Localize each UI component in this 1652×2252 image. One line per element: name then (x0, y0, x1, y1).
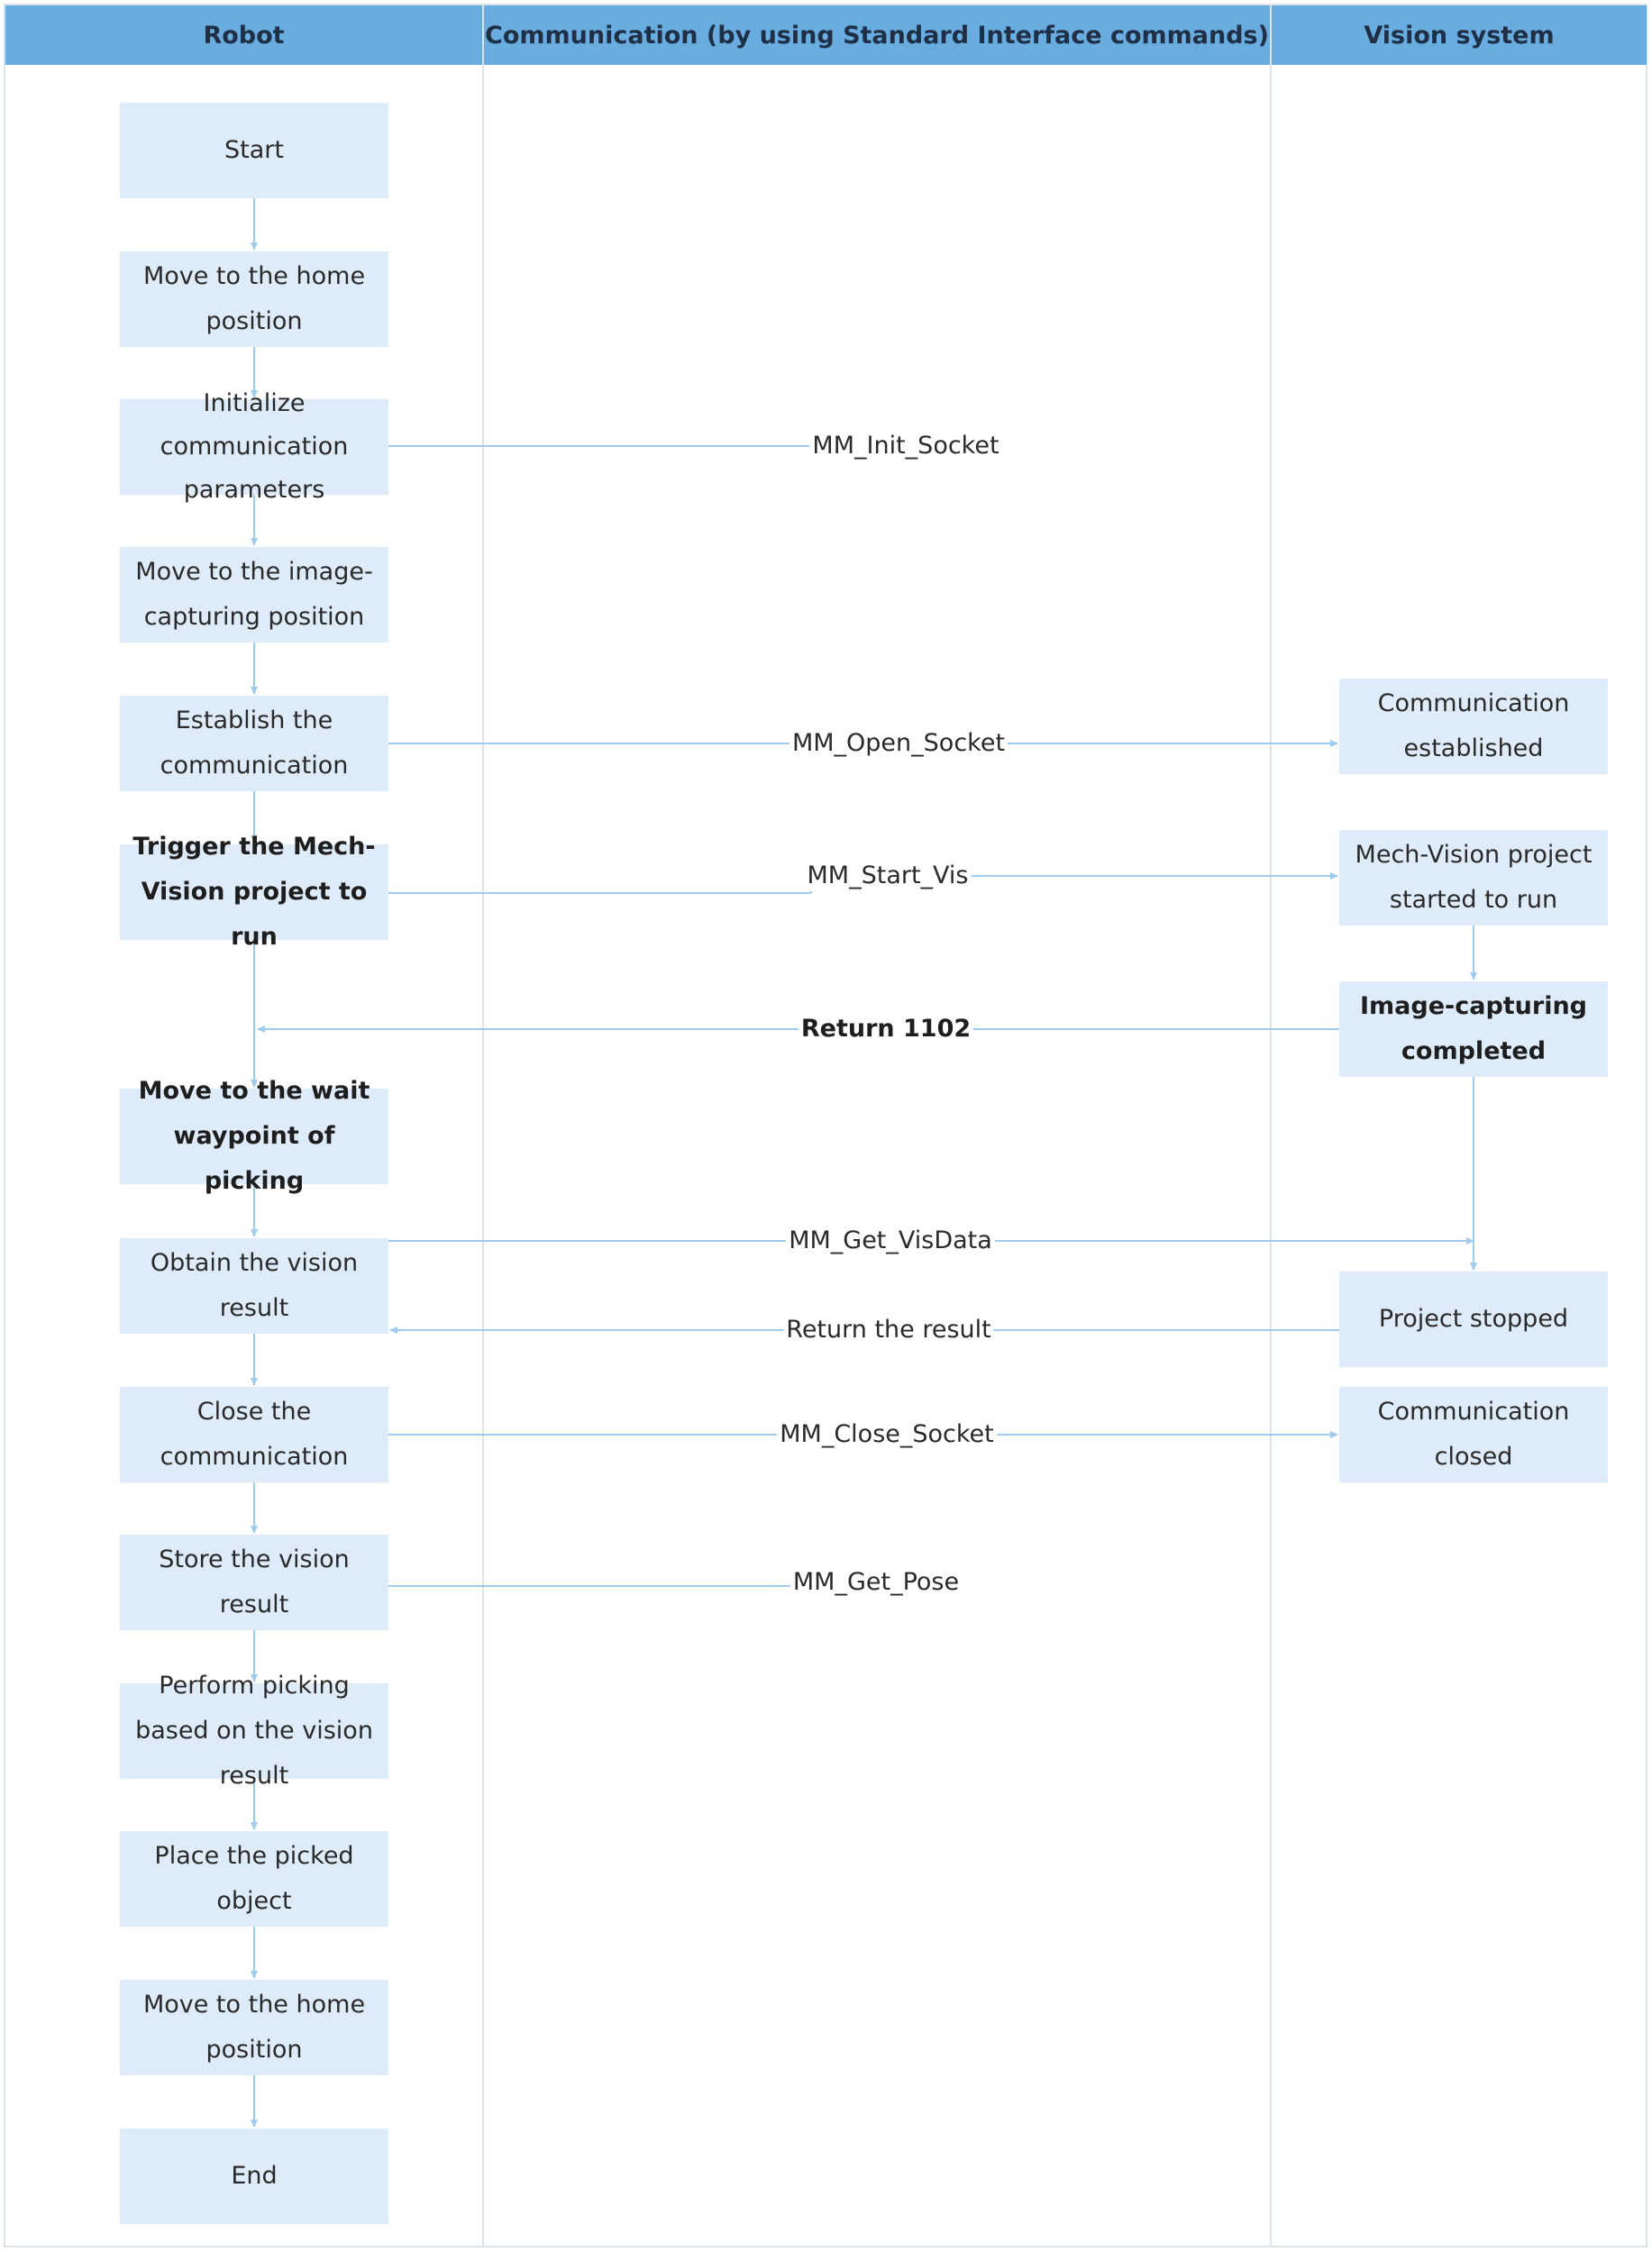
lane-header-robot: Robot (5, 5, 482, 65)
msg-get-visdata: MM_Get_VisData (786, 1226, 995, 1256)
step-start: Start (120, 103, 388, 198)
step-init-comm: Initialize communication parameters (120, 389, 388, 504)
step-close-comm: Close the communication (120, 1387, 388, 1482)
lane-outline (4, 4, 1647, 2247)
step-store-result: Store the vision result (120, 1535, 388, 1630)
msg-return-1102: Return 1102 (798, 1014, 974, 1044)
step-obtain-result: Obtain the vision result (120, 1238, 388, 1334)
vision-comm-closed: Communication closed (1339, 1387, 1608, 1482)
lane-header-communication: Communication (by using Standard Interfa… (484, 5, 1270, 65)
msg-close-socket: MM_Close_Socket (777, 1419, 997, 1450)
step-move-home: Move to the home position (120, 251, 388, 347)
step-place-object: Place the picked object (120, 1831, 388, 1927)
vision-project-started: Mech-Vision project started to run (1339, 830, 1608, 925)
step-move-home-final: Move to the home position (120, 1980, 388, 2075)
msg-init-socket: MM_Init_Socket (809, 431, 1002, 461)
step-end: End (120, 2129, 388, 2224)
vision-comm-established: Communication established (1339, 679, 1608, 774)
step-move-capture: Move to the image-capturing position (120, 547, 388, 643)
vision-capture-completed: Image-capturing completed (1339, 981, 1608, 1077)
msg-start-vis: MM_Start_Vis (804, 861, 972, 891)
msg-return-result: Return the result (783, 1315, 994, 1345)
msg-get-pose: MM_Get_Pose (789, 1567, 963, 1598)
msg-open-socket: MM_Open_Socket (789, 728, 1009, 759)
step-wait-waypoint: Move to the wait waypoint of picking (120, 1077, 388, 1195)
vision-project-stopped: Project stopped (1339, 1272, 1608, 1367)
step-establish-comm: Establish the communication (120, 696, 388, 791)
lane-header-vision: Vision system (1272, 5, 1647, 65)
step-perform-picking: Perform picking based on the vision resu… (120, 1672, 388, 1790)
step-trigger-project: Trigger the Mech-Vision project to run (120, 833, 388, 951)
